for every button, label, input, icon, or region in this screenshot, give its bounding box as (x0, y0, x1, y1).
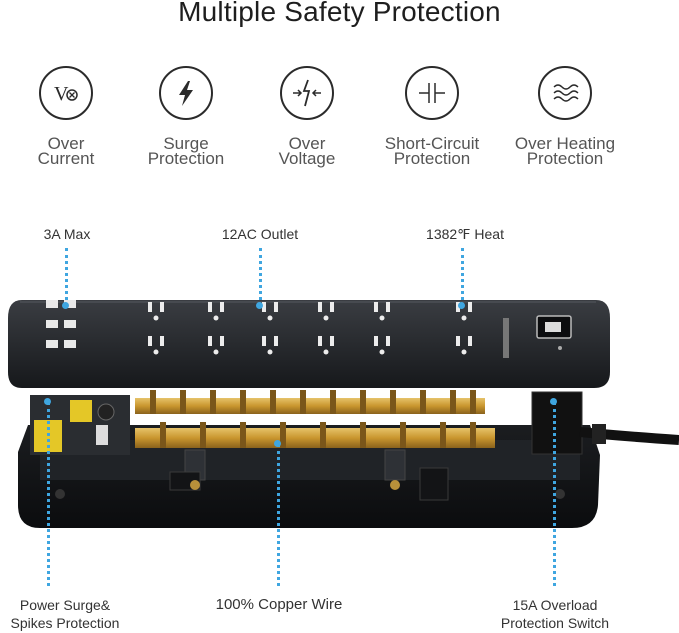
short-circuit-icon (405, 66, 459, 120)
power-strip-cutaway-illustration (8, 300, 679, 528)
callout-surge-line1: Power Surge& (19, 597, 111, 613)
voltage-arrows-icon (280, 66, 334, 120)
feature-label-line2: Protection (147, 149, 225, 168)
callout-line-heat (461, 248, 464, 306)
feature-label-line1: Short-Circuit (384, 134, 480, 153)
feature-label-line1: Over (47, 134, 85, 153)
callout-line-switch (553, 402, 556, 586)
feature-over-voltage: Over Voltage (242, 66, 372, 168)
callout-dot-surge (44, 398, 51, 405)
feature-label-line2: Protection (393, 149, 471, 168)
feature-over-current: V Over Current (1, 66, 131, 168)
callout-12ac-outlet: 12AC Outlet (221, 226, 299, 242)
feature-surge: Surge Protection (121, 66, 251, 168)
callout-surge-line2: Spikes Protection (10, 615, 120, 631)
callout-copper-wire: 100% Copper Wire (215, 596, 343, 613)
feature-label-line2: Protection (526, 149, 604, 168)
callout-switch-line2: Protection Switch (500, 615, 610, 631)
callout-surge-spikes: Power Surge& Spikes Protection (0, 596, 130, 632)
callout-dot-switch (550, 398, 557, 405)
lightning-icon (159, 66, 213, 120)
callout-dot-3a-max (62, 302, 69, 309)
feature-label-line2: Voltage (278, 149, 336, 168)
callout-line-3a-max (65, 248, 68, 306)
svg-text:V: V (54, 83, 69, 105)
over-current-icon: V (39, 66, 93, 120)
callout-heat: 1382℉ Heat (426, 226, 504, 242)
heat-waves-icon (538, 66, 592, 120)
callout-switch-line1: 15A Overload (512, 597, 598, 613)
feature-label-line1: Surge (163, 134, 209, 153)
feature-label-line1: Over (288, 134, 326, 153)
callout-3a-max: 3A Max (43, 226, 91, 242)
callout-dot-heat (458, 302, 465, 309)
page-title: Multiple Safety Protection (178, 0, 501, 27)
callout-line-surge (47, 402, 50, 586)
feature-label-line2: Current (37, 149, 95, 168)
feature-short-circuit: Short-Circuit Protection (367, 66, 497, 168)
callout-overload-switch: 15A Overload Protection Switch (480, 596, 630, 632)
callout-dot-copper (274, 440, 281, 447)
feature-over-heating: Over Heating Protection (500, 66, 630, 168)
callout-line-outlet (259, 248, 262, 306)
feature-label-line1: Over Heating (514, 134, 616, 153)
callout-line-copper (277, 444, 280, 586)
callout-dot-outlet (256, 302, 263, 309)
